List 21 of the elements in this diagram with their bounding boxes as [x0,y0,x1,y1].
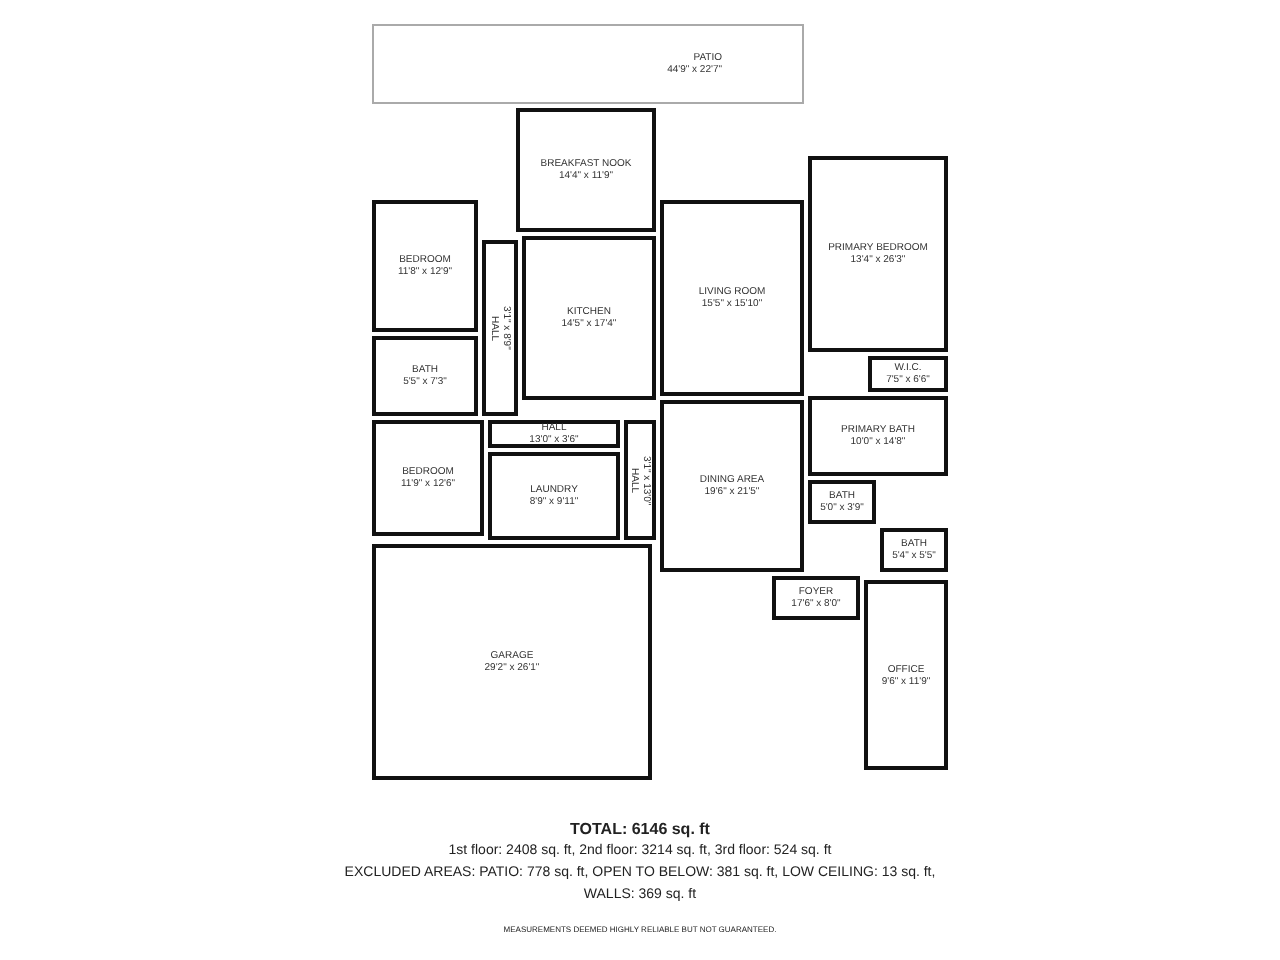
room-outline [372,336,478,416]
patio-outline [372,24,804,104]
room-outline [372,544,652,780]
room-outline [808,156,948,352]
room-outline [488,420,620,448]
room-outline [522,236,656,400]
room-outline [624,420,656,540]
room-outline [808,480,876,524]
room-outline [372,200,478,332]
total-area-heading: TOTAL: 6146 sq. ft [570,820,710,838]
room-outline [372,420,484,536]
room-outline [516,108,656,232]
room-outline [880,528,948,572]
room-outline [482,240,518,416]
room-outline [808,396,948,476]
room-outline [488,452,620,540]
room-outline [660,200,804,396]
room-outline [772,576,860,620]
room-outline [660,400,804,572]
room-outline [868,356,948,392]
room-outline [864,580,948,770]
